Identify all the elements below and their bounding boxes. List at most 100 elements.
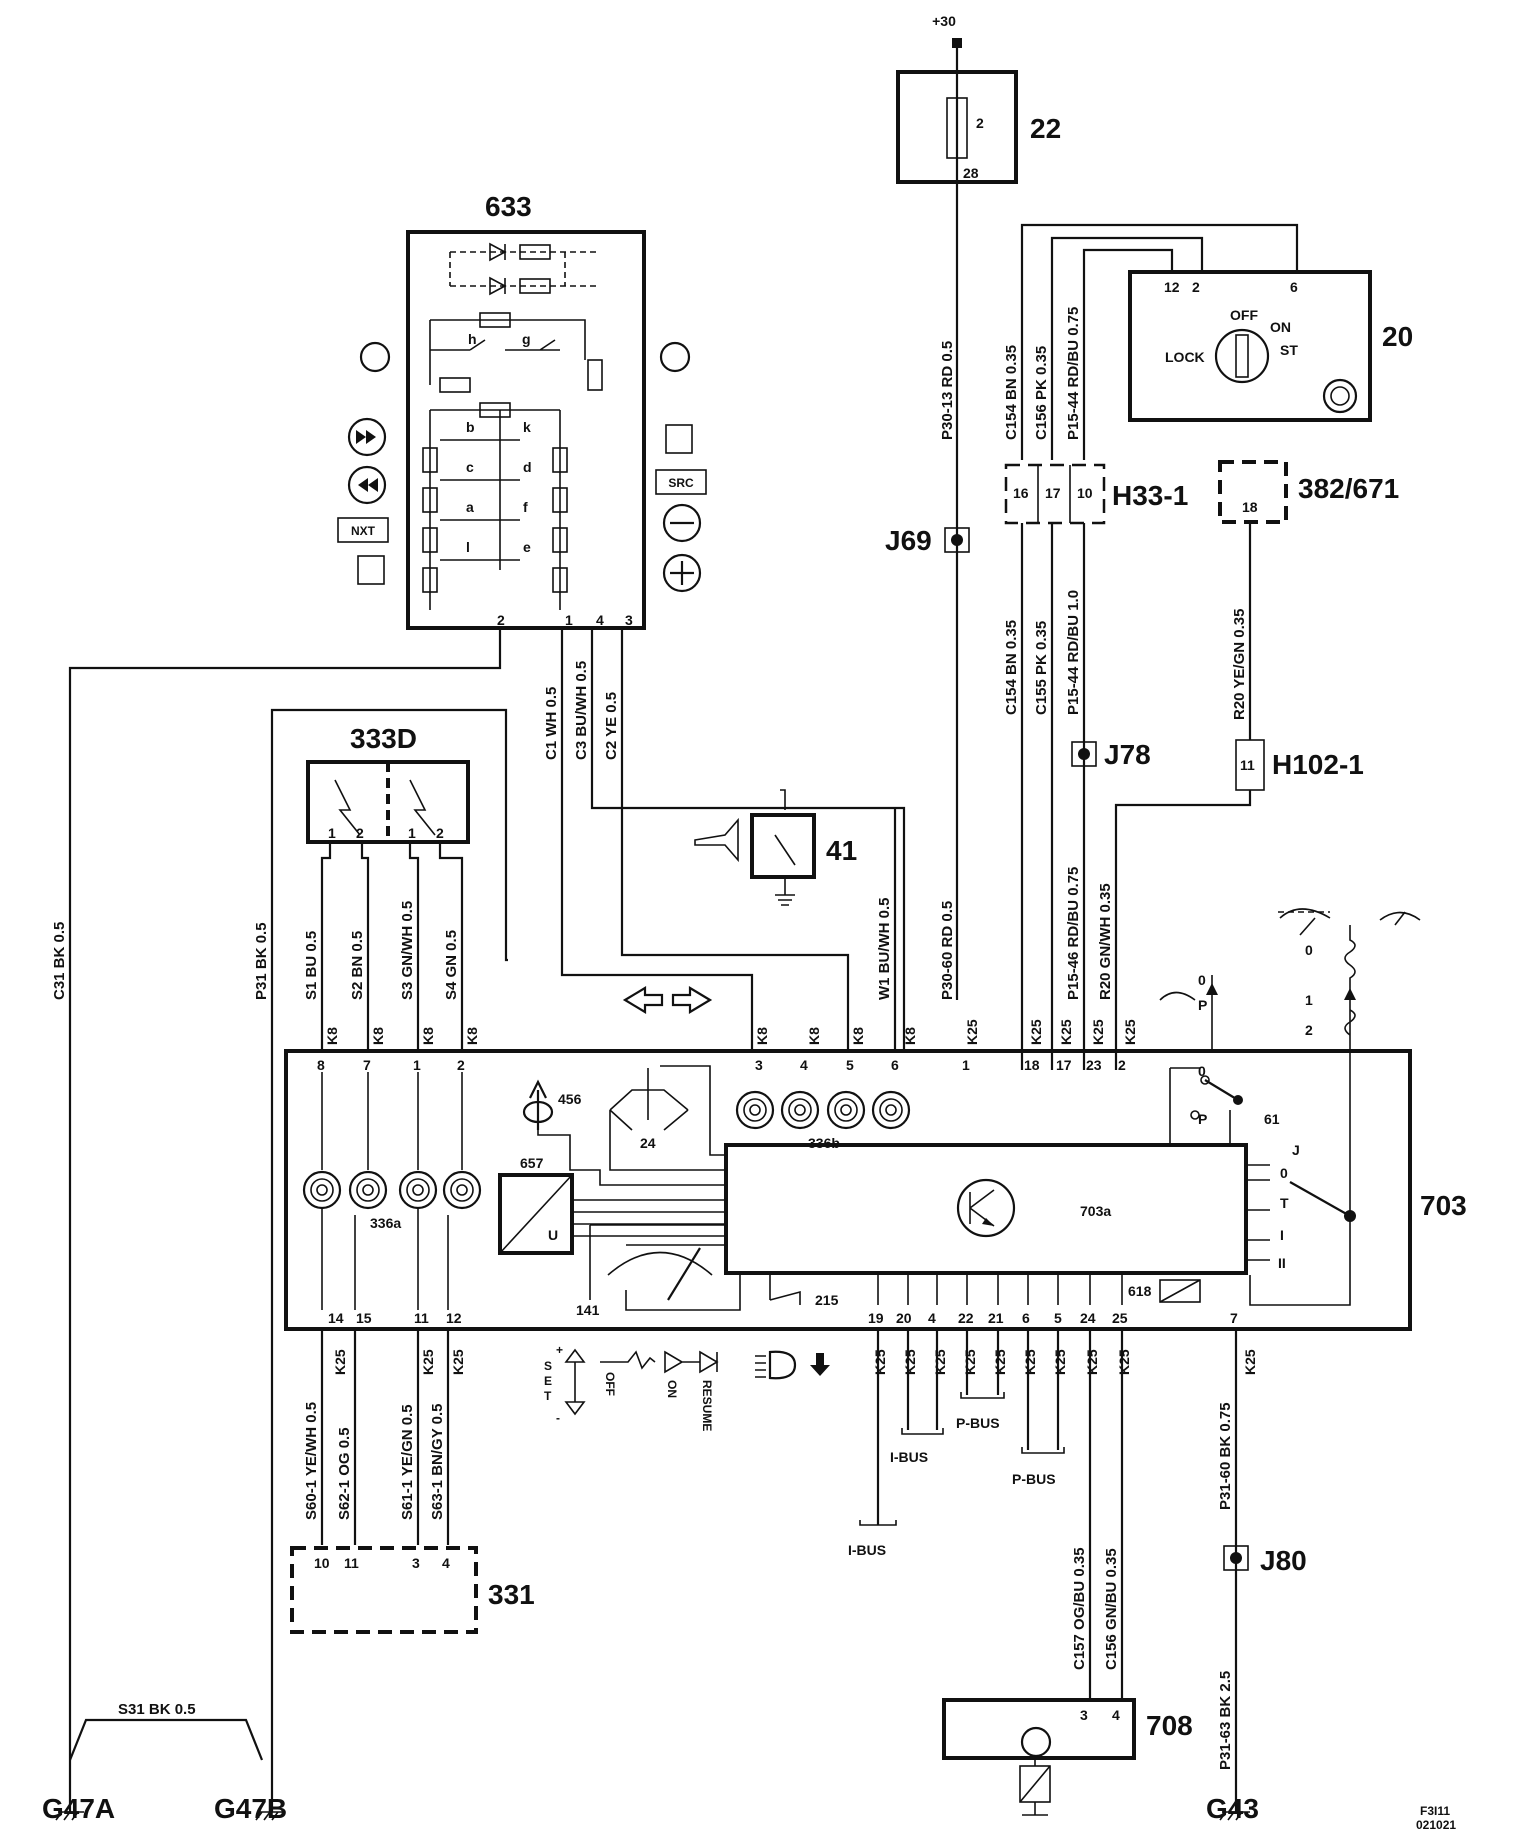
h33-pin-17: 17 <box>1045 485 1061 501</box>
h33-pin-16: 16 <box>1013 485 1029 501</box>
switch-h: h <box>468 331 477 347</box>
wire-p31-63: P31-63 BK 2.5 <box>1217 1671 1234 1770</box>
k8-6: K8 <box>806 1027 822 1045</box>
p-bus-label-1: P-BUS <box>956 1415 1000 1431</box>
switch-g: g <box>522 331 531 347</box>
wire-c2: C2 YE 0.5 <box>603 692 620 760</box>
minus-icon <box>662 503 702 543</box>
ground-g47b: G47B <box>214 1793 287 1824</box>
wire-p30-13: P30-13 RD 0.5 <box>939 341 956 440</box>
ignition-key-icon <box>1214 328 1270 384</box>
wire-s60: S60-1 YE/WH 0.5 <box>303 1402 320 1520</box>
c456-label: 456 <box>558 1091 582 1107</box>
cruise-on: ON <box>665 1380 679 1398</box>
rear-wiper-icon <box>1379 911 1421 921</box>
s703-pos-0: 0 <box>1280 1165 1288 1181</box>
connector-h33-1: 16 17 10 H33-1 <box>1004 463 1188 525</box>
c618-label: 618 <box>1128 1283 1152 1299</box>
pin-bot-25: 25 <box>1112 1310 1128 1326</box>
c633-pin-3: 3 <box>625 612 633 628</box>
wire-s63: S63-1 BN/GY 0.5 <box>429 1404 446 1520</box>
wire-p15-44b: P15-44 RD/BU 1.0 <box>1065 590 1082 715</box>
pin-bot-6: 6 <box>1022 1310 1030 1326</box>
pos-st: ST <box>1280 342 1298 358</box>
wire-s61: S61-1 YE/GN 0.5 <box>399 1404 416 1520</box>
pos-lock: LOCK <box>1165 349 1205 365</box>
connector-h102-1: 11 H102-1 <box>1114 739 1364 1070</box>
c633-pin-4: 4 <box>596 612 604 628</box>
c331-pin-4: 4 <box>442 1555 450 1571</box>
down-arrow-icon <box>810 1353 830 1376</box>
left-arrow-icon <box>622 986 664 1014</box>
k8-3: K8 <box>420 1027 436 1045</box>
k25-t3: K25 <box>1058 1019 1074 1045</box>
wire-p30-60: P30-60 RD 0.5 <box>939 901 956 1000</box>
horn-icon <box>694 817 739 863</box>
switch-d: d <box>523 459 532 475</box>
pin-top-18: 18 <box>1024 1057 1040 1073</box>
headlight-icon <box>768 1350 797 1380</box>
supply-label: +30 <box>932 13 956 29</box>
k25-b10: K25 <box>1052 1349 1068 1375</box>
c331-pin-3: 3 <box>412 1555 420 1571</box>
cruise-t: T <box>544 1389 552 1403</box>
volume-down-icon <box>359 341 391 373</box>
k25-b11: K25 <box>1084 1349 1100 1375</box>
h102-pin: 11 <box>1240 757 1255 773</box>
wire-c157: C157 OG/BU 0.35 <box>1071 1547 1088 1670</box>
c20-pin-2: 2 <box>1192 279 1200 295</box>
g47b-label: G47B <box>214 1793 287 1824</box>
switch-e: e <box>523 539 531 555</box>
s703-pos-i: I <box>1280 1227 1284 1243</box>
pin-top-3: 3 <box>755 1057 763 1073</box>
h33-pin-10: 10 <box>1077 485 1093 501</box>
wire-c1: C1 WH 0.5 <box>543 687 560 760</box>
k25-b8: K25 <box>992 1349 1008 1375</box>
wire-s4: S4 GN 0.5 <box>443 930 460 1000</box>
nxt-button-icon <box>337 517 389 543</box>
phone-icon <box>357 555 385 585</box>
pin-bot-14: 14 <box>328 1310 344 1326</box>
wiper-icon <box>1279 908 1331 919</box>
wire-p15-44a: P15-44 RD/BU 0.75 <box>1065 307 1082 440</box>
i-bus-label-2: I-BUS <box>848 1542 886 1558</box>
component-20: 12 2 6 OFF ON LOCK ST 20 <box>1128 270 1413 422</box>
switch-b: b <box>466 419 475 435</box>
k8-8: K8 <box>902 1027 918 1045</box>
j78-label: J78 <box>1104 739 1151 770</box>
c24-label: 24 <box>640 1135 656 1151</box>
c331-pin-11: 11 <box>344 1555 359 1571</box>
component-708: 3 4 708 <box>942 1698 1193 1816</box>
component-657: 657 U <box>498 1155 726 1255</box>
c22-label: 22 <box>1030 113 1061 144</box>
s703-pos-ii: II <box>1278 1255 1286 1271</box>
coils-336b <box>735 1090 911 1130</box>
wire-c154a: C154 BN 0.35 <box>1003 345 1020 440</box>
wire-s2: S2 BN 0.5 <box>349 931 366 1000</box>
pin-bot-15: 15 <box>356 1310 372 1326</box>
component-215: 215 <box>769 1273 839 1308</box>
wire-c31: C31 BK 0.5 <box>51 922 68 1000</box>
j80-label: J80 <box>1260 1545 1307 1576</box>
wire-s62: S62-1 OG 0.5 <box>336 1427 353 1520</box>
c61-label: 61 <box>1264 1111 1280 1127</box>
previous-track-icon <box>347 465 387 505</box>
cruise-off: OFF <box>603 1372 617 1396</box>
ground-g43: G43 <box>1206 1793 1259 1824</box>
c20-label: 20 <box>1382 321 1413 352</box>
c215-label: 215 <box>815 1292 839 1308</box>
s703-pos-j: J <box>1292 1142 1300 1158</box>
component-331: 10 11 3 4 331 <box>290 1546 535 1634</box>
pin-top-7: 7 <box>363 1057 371 1073</box>
component-382-671: 18 382/671 R20 YE/GN 0.35 <box>1218 460 1399 740</box>
pos-off: OFF <box>1230 307 1258 323</box>
footer-code-1: F3I11 <box>1420 1804 1450 1818</box>
c703-label: 703 <box>1420 1190 1467 1221</box>
cruise-e: E <box>544 1374 552 1388</box>
component-703: 703 K8 K8 K8 K8 8 7 1 2 K8 K8 K8 K8 3 4 … <box>284 1000 1467 1331</box>
c708-label: 708 <box>1146 1710 1193 1741</box>
pin-bot-5: 5 <box>1054 1310 1062 1326</box>
c633-pin-1: 1 <box>565 612 573 628</box>
pin-bot-24: 24 <box>1080 1310 1096 1326</box>
